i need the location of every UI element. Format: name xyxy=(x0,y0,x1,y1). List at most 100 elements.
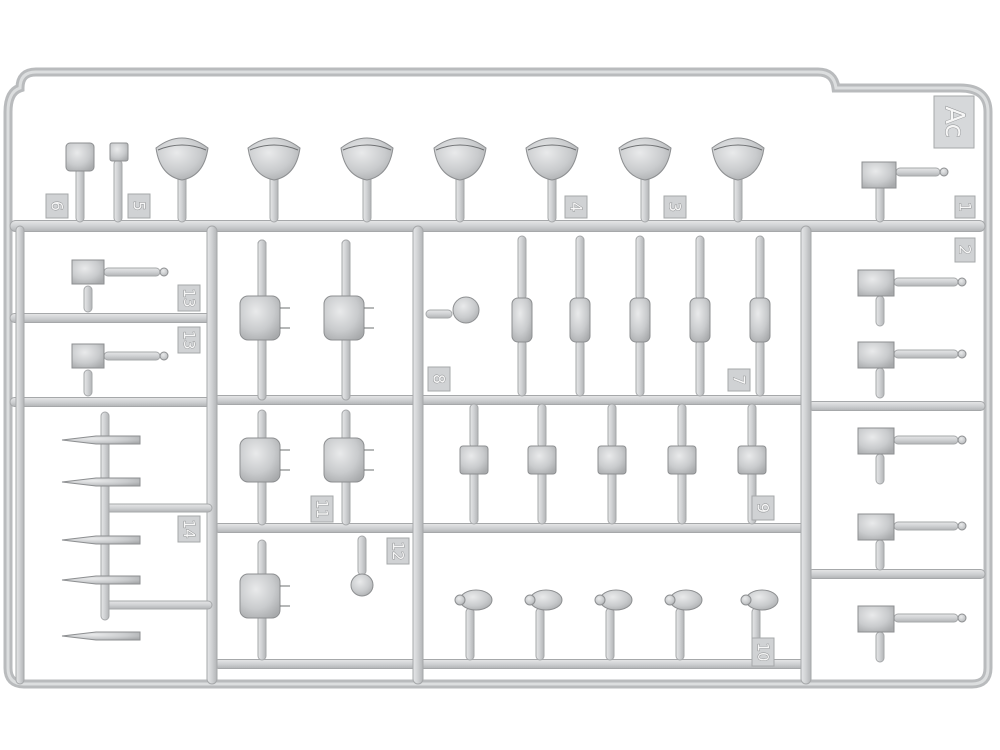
gate-stem xyxy=(517,235,527,301)
helmet-rim xyxy=(527,144,577,151)
gate-stem xyxy=(635,339,645,397)
canteen-part xyxy=(569,297,591,343)
gate-stem xyxy=(635,235,645,301)
gate-stem xyxy=(83,285,93,313)
parts xyxy=(61,137,967,641)
sprue-code: Ac xyxy=(939,106,969,138)
gate-stem xyxy=(677,469,687,525)
pouch-part xyxy=(667,445,697,475)
sprue-runner-h xyxy=(9,397,215,407)
sprue-runner-h xyxy=(807,569,986,579)
barrel-tip xyxy=(957,349,967,359)
gate-stem xyxy=(875,295,885,327)
sling-part xyxy=(350,573,374,597)
gate-stem-h xyxy=(893,349,959,359)
rifle-part xyxy=(61,477,141,487)
mask-filter xyxy=(524,594,536,606)
gate-stem-h xyxy=(893,435,959,445)
gate-stem xyxy=(875,367,885,399)
part-label-13b: 13 xyxy=(177,326,201,354)
helmet-shell xyxy=(525,137,579,181)
gate-stem xyxy=(469,403,479,449)
helmet-part xyxy=(618,137,672,181)
sprue-runner-h xyxy=(213,395,809,405)
gate-stem-h xyxy=(425,309,453,319)
part-label-10: 10 xyxy=(751,637,775,667)
gate-stem-h xyxy=(103,267,161,277)
rifle-part xyxy=(61,575,141,585)
gate-stem xyxy=(875,453,885,485)
part-number-7: 7 xyxy=(730,375,749,385)
barrel-tip xyxy=(957,613,967,623)
gate-stem xyxy=(605,607,615,661)
sprue-outer-frame xyxy=(3,67,993,689)
turret-gun-part xyxy=(857,513,895,541)
helmet-rim xyxy=(620,144,670,151)
helmet-rim xyxy=(249,144,299,151)
sprue-runner-v xyxy=(800,225,812,685)
sprue-runner-h xyxy=(213,659,809,669)
pouch-part xyxy=(737,445,767,475)
part-number-8: 8 xyxy=(430,374,449,384)
part-number-2: 2 xyxy=(956,245,975,255)
rifle-part xyxy=(61,631,141,641)
gate-stem-h xyxy=(893,613,959,623)
part-label-2: 2 xyxy=(954,237,976,263)
helmet-rim xyxy=(435,144,485,151)
backpack-part xyxy=(239,295,281,341)
round-part xyxy=(452,296,480,324)
gate-stem-h xyxy=(893,521,959,531)
helmet-rim xyxy=(157,144,207,151)
helmet-part xyxy=(247,137,301,181)
sprue-runner-h xyxy=(104,600,213,610)
gun-part xyxy=(71,343,105,369)
gate-stem xyxy=(575,339,585,397)
sprue-runner-v xyxy=(412,225,424,685)
helmet-part xyxy=(155,137,209,181)
gate-stem xyxy=(695,339,705,397)
backpack-part xyxy=(323,437,365,483)
pouch-part xyxy=(459,445,489,475)
sprue-code-tag: Ac xyxy=(933,95,975,149)
barrel-tip xyxy=(957,521,967,531)
rifle-part xyxy=(61,535,141,545)
barrel-tip xyxy=(159,351,169,361)
sprue-runner-h xyxy=(104,503,213,513)
gate-stem xyxy=(607,469,617,525)
part-label-4: 4 xyxy=(564,195,588,219)
gate-stem xyxy=(575,235,585,301)
part-labels: 1 2 3 4 5 6 7 8 xyxy=(45,95,976,667)
helmet-shell xyxy=(618,137,672,181)
sprue-runner-v xyxy=(15,225,25,685)
turret-gun-part xyxy=(857,269,895,297)
gate-stems xyxy=(75,159,959,663)
part-label-3: 3 xyxy=(663,195,687,219)
part-label-8: 8 xyxy=(427,366,451,392)
part-label-9: 9 xyxy=(751,495,775,521)
gate-stem xyxy=(537,403,547,449)
helmet-part xyxy=(711,137,765,181)
part-label-12: 12 xyxy=(386,537,410,565)
gate-stem xyxy=(465,607,475,661)
canteen-part xyxy=(689,297,711,343)
part-label-14: 14 xyxy=(177,515,201,543)
helmet-shell xyxy=(711,137,765,181)
gate-stem xyxy=(535,607,545,661)
canteen-part xyxy=(629,297,651,343)
gun-mount-part xyxy=(861,161,897,189)
gate-stem xyxy=(695,235,705,301)
gun-part xyxy=(71,259,105,285)
part-label-11: 11 xyxy=(310,495,334,523)
helmet-part xyxy=(433,137,487,181)
helmet-part xyxy=(340,137,394,181)
turret-gun-part xyxy=(857,605,895,633)
gate-stem xyxy=(357,535,367,576)
sprue-runner-h xyxy=(9,313,215,323)
pouch-part xyxy=(597,445,627,475)
canister-part xyxy=(65,142,95,172)
gate-stem xyxy=(469,469,479,525)
part-label-13a: 13 xyxy=(177,284,201,312)
gate-stem xyxy=(537,469,547,525)
part-label-5: 5 xyxy=(127,193,151,219)
part-number-5: 5 xyxy=(130,201,149,211)
